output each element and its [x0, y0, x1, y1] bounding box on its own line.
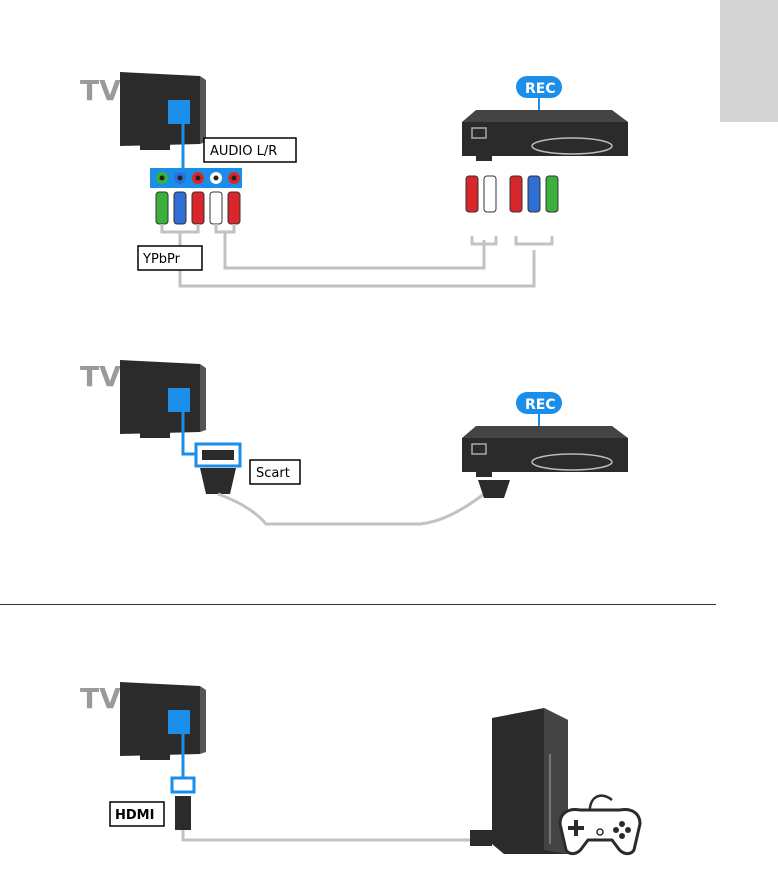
tv-label: TV: [80, 682, 121, 715]
svg-text:AUDIO L/R: AUDIO L/R: [210, 144, 277, 159]
tv-icon: [120, 682, 206, 760]
tv-icon: [120, 360, 206, 438]
hdmi-plug: [470, 830, 492, 846]
hdmi-socket: [172, 778, 194, 830]
scart-connection-diagram: TV Scart REC: [0, 352, 720, 542]
game-console-icon: [492, 708, 568, 854]
rca-plugs-recorder: [466, 176, 558, 212]
svg-text:YPbPr: YPbPr: [142, 252, 181, 267]
hdmi-connection-diagram: TV HDMI: [0, 674, 720, 864]
tv-icon: [120, 72, 206, 150]
scart-socket: [196, 444, 240, 494]
scart-label: Scart: [250, 460, 300, 484]
gamepad-icon: [560, 796, 640, 854]
svg-text:Scart: Scart: [256, 466, 290, 481]
rca-plugs-tv: [156, 192, 240, 224]
component-connection-diagram: TV AUDIO L/R YPbPr: [0, 60, 720, 300]
rec-badge: REC: [525, 81, 556, 97]
hdmi-label: HDMI: [110, 802, 164, 826]
rec-badge: REC: [525, 397, 556, 413]
ypbpr-label: YPbPr: [138, 246, 202, 270]
tv-jack-panel: [150, 168, 242, 188]
page-tab: [720, 0, 778, 122]
section-divider: [0, 604, 716, 605]
tv-label: TV: [80, 74, 121, 107]
tv-label: TV: [80, 360, 121, 393]
svg-text:HDMI: HDMI: [115, 808, 154, 823]
audio-lr-label: AUDIO L/R: [204, 138, 296, 162]
cables: [162, 224, 552, 286]
